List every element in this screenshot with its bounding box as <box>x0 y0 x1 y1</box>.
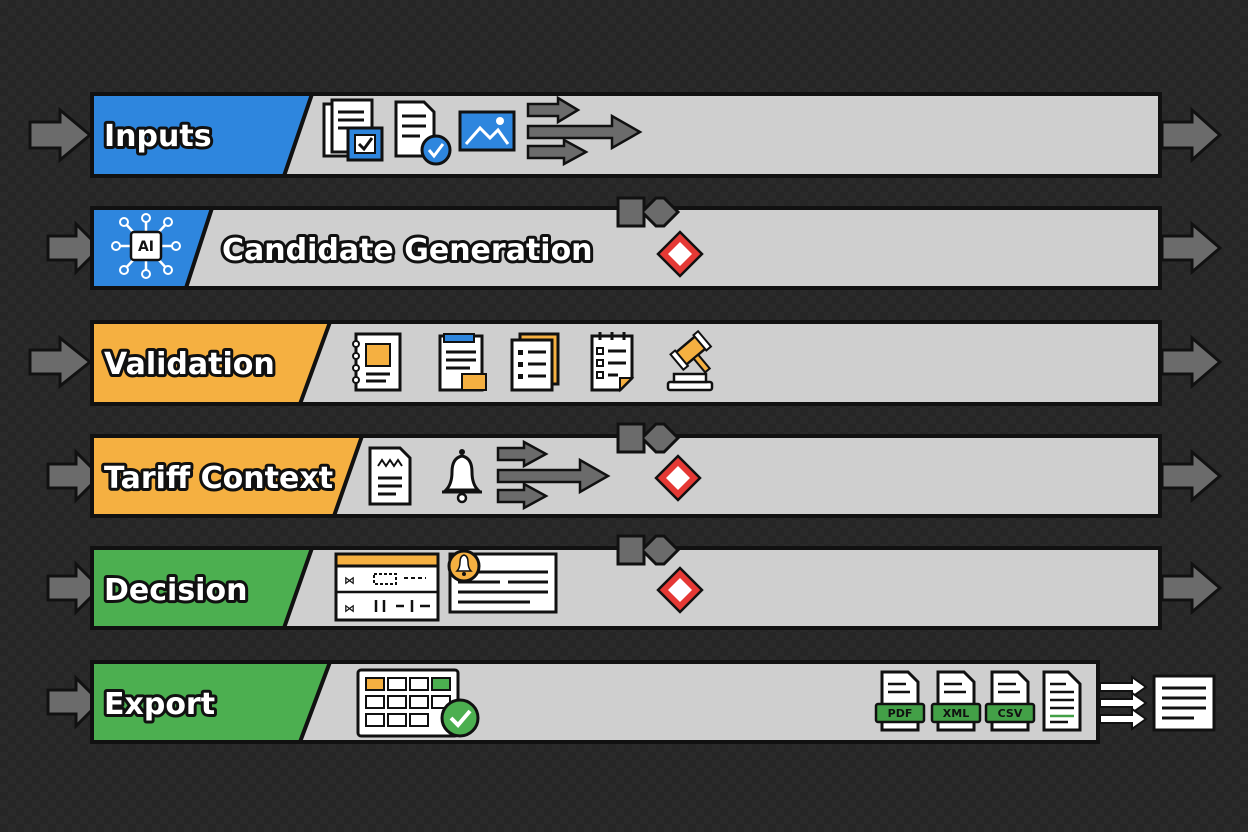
spreadsheet-check-icon <box>356 668 480 738</box>
gavel-icon <box>666 329 714 392</box>
lane-label: Candidate Generation <box>222 233 593 268</box>
diamond-icon <box>656 566 704 614</box>
generic-file-icon <box>1042 670 1082 732</box>
output-arrows-icon <box>1099 675 1148 731</box>
diamond-icon <box>656 230 704 278</box>
lane-label: Validation <box>104 347 275 382</box>
document-checkbox-icon <box>322 98 384 162</box>
checklist-stack-icon <box>510 332 560 392</box>
svg-text:⋈: ⋈ <box>344 602 355 615</box>
report-document-icon <box>1152 674 1216 732</box>
lane-candidate-generation: AI Candidate Generation <box>46 196 1223 290</box>
lane-label: Export <box>104 687 215 722</box>
format-label: XML <box>943 707 969 720</box>
exit-arrow-icon <box>1160 448 1223 504</box>
entry-arrow-icon <box>46 220 103 276</box>
lane-header <box>90 434 365 518</box>
decision-table-icon: ⋈ ⋈ <box>334 552 440 622</box>
entry-arrow-icon <box>46 448 103 504</box>
lane-decision: Decision ⋈ ⋈ <box>46 534 1223 630</box>
format-label: CSV <box>998 707 1023 720</box>
exit-arrow-icon <box>1160 220 1223 276</box>
format-label: PDF <box>888 707 913 720</box>
branch-arrow-icon <box>616 422 681 454</box>
xml-file-icon: XML <box>930 670 982 732</box>
lane-label: Decision <box>104 573 247 608</box>
lane-header <box>90 92 315 178</box>
notification-panel-icon <box>447 549 558 614</box>
multi-arrow-icon <box>496 439 611 511</box>
clipboard-document-icon <box>438 333 487 392</box>
lane-header <box>90 546 315 630</box>
lane-label: Tariff Context <box>104 461 333 496</box>
svg-text:⋈: ⋈ <box>344 574 355 587</box>
notebook-icon <box>352 332 402 392</box>
image-icon <box>458 110 516 152</box>
lane-inputs: Inputs <box>28 92 1223 178</box>
entry-arrow-icon <box>28 334 93 390</box>
pdf-file-icon: PDF <box>874 670 926 732</box>
lane-header <box>90 660 333 744</box>
diamond-icon <box>654 454 702 502</box>
bell-icon <box>442 449 482 504</box>
lane-header <box>90 320 333 406</box>
ai-network-icon: AI <box>111 213 181 279</box>
lane-tariff-context: Tariff Context <box>46 422 1223 518</box>
document-check-icon <box>394 100 452 166</box>
branch-arrow-icon <box>616 534 681 566</box>
ai-badge-label: AI <box>138 239 154 255</box>
entry-arrow-icon <box>46 560 103 616</box>
multi-arrow-icon <box>526 95 643 167</box>
entry-arrow-icon <box>46 674 103 730</box>
checklist-notepad-icon <box>590 332 635 393</box>
csv-file-icon: CSV <box>984 670 1036 732</box>
lane-label: Inputs <box>104 119 212 154</box>
lane-export: Export PDF <box>46 660 1216 744</box>
tariff-document-icon <box>368 446 412 506</box>
entry-arrow-icon <box>28 106 93 164</box>
exit-arrow-icon <box>1160 106 1223 164</box>
exit-arrow-icon <box>1160 334 1223 390</box>
exit-arrow-icon <box>1160 560 1223 616</box>
branch-arrow-icon <box>616 196 681 228</box>
lane-validation: Validation <box>28 320 1223 406</box>
